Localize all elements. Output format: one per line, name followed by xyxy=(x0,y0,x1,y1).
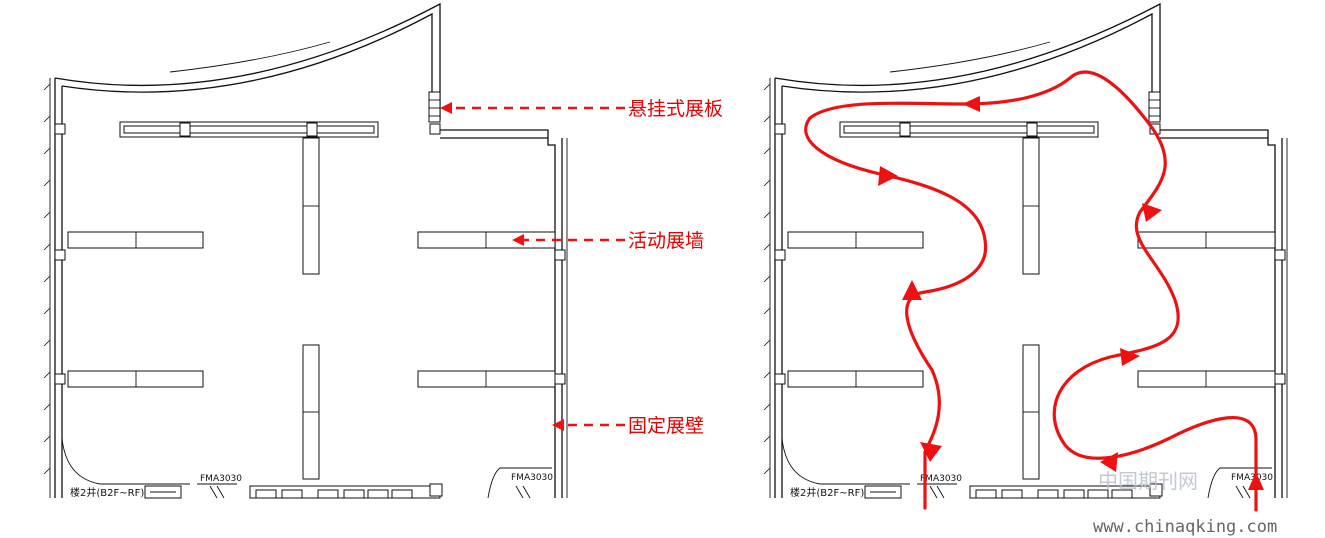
right-floor-plan: FMA3030 FMA3030 楼2井(B2F~RF) xyxy=(763,3,1288,499)
arrow-left-icon xyxy=(552,419,564,431)
arrow-left-icon xyxy=(512,234,524,246)
door-code-label: FMA3030 xyxy=(200,474,242,484)
fixed-wall-label: 固定展壁 xyxy=(628,415,704,437)
annotation-movable-wall: 活动展墙 xyxy=(512,230,704,252)
watermark-text: 中国期刊网 xyxy=(1098,469,1198,493)
annotation-hanging-panel: 悬挂式展板 xyxy=(440,98,723,120)
flow-arrow-icon xyxy=(962,96,980,112)
flow-arrow-icon xyxy=(1100,452,1118,472)
flow-arrow-icon xyxy=(1120,348,1140,366)
flow-arrow-icon xyxy=(1142,203,1162,222)
door-code-label: FMA3030 xyxy=(920,474,962,484)
flow-arrow-icon xyxy=(920,442,942,462)
stair-label: 楼2井(B2F~RF) xyxy=(70,486,144,499)
watermark-url: www.chinaqking.com xyxy=(1093,517,1277,537)
movable-wall-label: 活动展墙 xyxy=(628,230,704,252)
hanging-panel-label: 悬挂式展板 xyxy=(628,98,723,120)
door-code-label: FMA3030 xyxy=(1231,473,1273,483)
flow-arrow-icon xyxy=(878,166,898,186)
arrow-left-icon xyxy=(440,102,452,114)
watermark-backdrop xyxy=(1088,512,1325,538)
stair-label: 楼2井(B2F~RF) xyxy=(790,486,864,499)
flow-arrow-icon xyxy=(902,280,922,300)
visitor-flow-route xyxy=(804,70,1264,512)
annotation-fixed-wall: 固定展壁 xyxy=(552,415,704,437)
flow-arrow-icon xyxy=(1248,472,1264,490)
door-code-label: FMA3030 xyxy=(511,473,553,483)
left-floor-plan: FMA3030 FMA3030 楼2井(B2F~RF) xyxy=(43,3,568,499)
